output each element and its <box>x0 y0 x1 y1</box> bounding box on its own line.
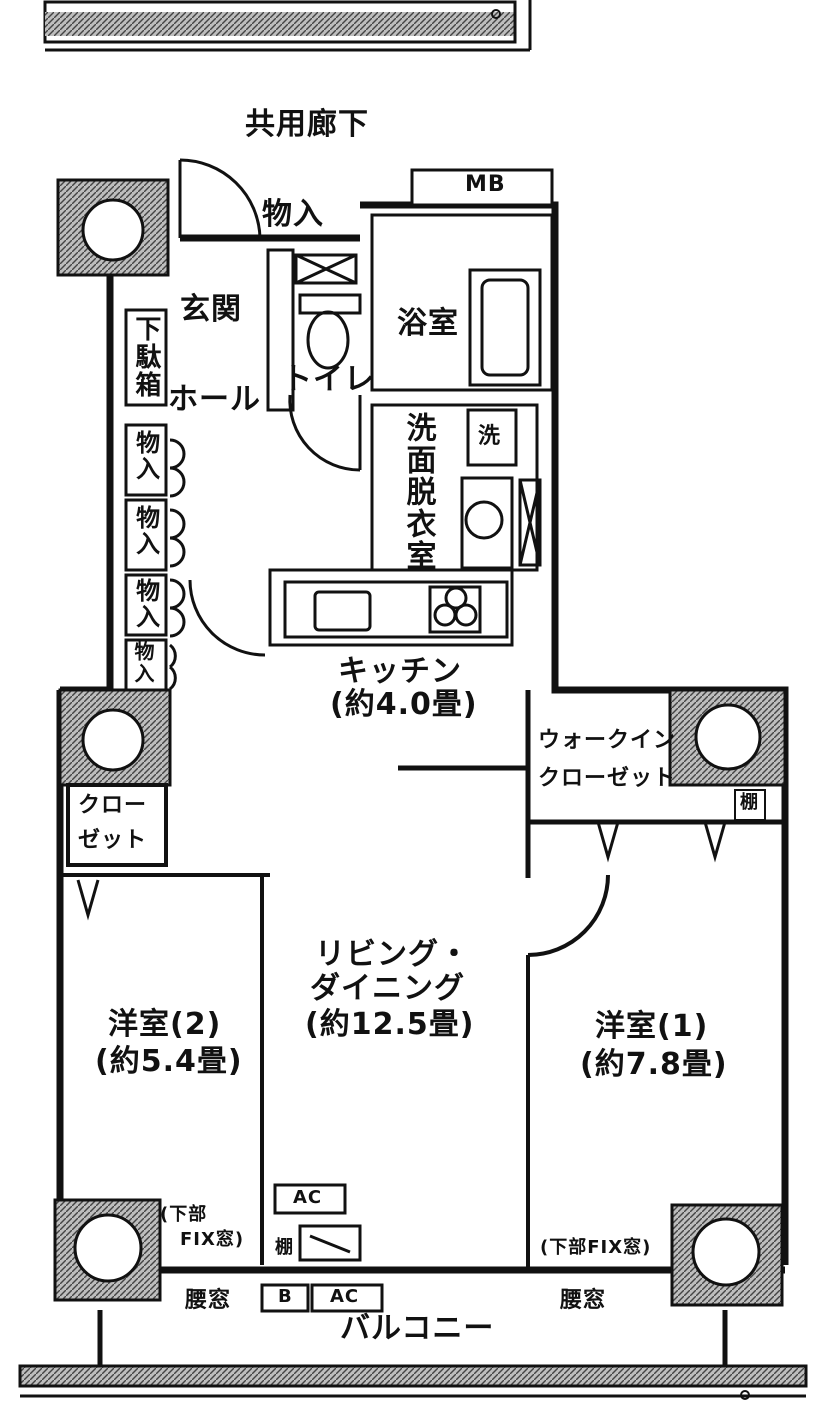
column-bottom-left <box>53 1198 162 1302</box>
bedroom1-size-label: (約7.8畳) <box>580 1047 728 1082</box>
walkin-label-1: ウォークイン <box>538 728 677 753</box>
toilet-label: トイレ <box>282 362 375 397</box>
entry-storage-label: 物入 <box>262 197 324 232</box>
entrance-label: 玄関 <box>180 292 242 327</box>
shoe-box-label: 下駄箱 <box>130 315 161 399</box>
bedroom2-size-label: (約5.4畳) <box>95 1044 243 1079</box>
ac-units <box>260 1183 384 1313</box>
living-size-label: (約12.5畳) <box>305 1007 475 1042</box>
bedroom2-name-label: 洋室(2) <box>108 1007 222 1042</box>
upper-railing <box>43 0 532 52</box>
living-shelf-label: 棚 <box>275 1237 294 1258</box>
ac-upper-label: AC <box>293 1187 323 1208</box>
closet-label-2: ゼット <box>78 828 148 853</box>
bedroom2-walls <box>60 783 270 1265</box>
common-corridor-label: 共用廊下 <box>245 107 369 142</box>
walkin-shelf-label: 棚 <box>740 792 759 813</box>
mb-box <box>410 168 554 207</box>
living-label-2: ダイニング <box>310 971 465 1006</box>
storage-column <box>124 308 266 692</box>
living-label-1: リビング・ <box>315 937 470 972</box>
koshimado-left-label: 腰窓 <box>185 1288 232 1313</box>
kitchen-name-label: キッチン <box>338 654 462 689</box>
washroom-fixtures <box>370 403 542 572</box>
ac-lower-label: AC <box>330 1286 360 1307</box>
storage-3-label: 物入 <box>131 578 160 630</box>
storage-4-label: 物入 <box>131 641 155 685</box>
fix-window-left-1: (下部 <box>160 1204 208 1225</box>
column-bottom-right <box>670 1203 784 1307</box>
box-b-label: B <box>278 1286 293 1307</box>
fix-window-left-2: FIX窓) <box>180 1229 245 1250</box>
fix-window-right: (下部FIX窓) <box>540 1237 652 1258</box>
kitchen-size-label: (約4.0畳) <box>330 687 478 722</box>
mb-label: MB <box>465 172 506 197</box>
wash-label: 洗 <box>478 424 502 449</box>
entry-storage <box>266 248 358 412</box>
closet-label-1: クロー <box>78 793 148 818</box>
kitchen-counter <box>268 568 514 647</box>
column-mid-left <box>58 688 172 787</box>
bath-label: 浴室 <box>397 306 459 341</box>
washroom-label: 洗面脱衣室 <box>400 412 436 572</box>
storage-1-label: 物入 <box>131 430 160 482</box>
bathtub <box>370 213 554 392</box>
walkin-walls <box>525 690 785 878</box>
balcony-railing <box>18 1310 808 1400</box>
koshimado-right-label: 腰窓 <box>560 1288 607 1313</box>
balcony-label: バルコニー <box>340 1311 495 1346</box>
walkin-label-2: クローゼット <box>538 766 677 791</box>
hall-label: ホール <box>168 382 261 417</box>
bedroom1-door <box>526 874 610 1270</box>
column-top-left <box>56 178 170 277</box>
toilet-fixture <box>288 293 362 472</box>
column-walkin <box>668 688 787 787</box>
storage-2-label: 物入 <box>131 505 160 557</box>
bedroom1-name-label: 洋室(1) <box>595 1009 709 1044</box>
entrance-door <box>178 158 262 239</box>
